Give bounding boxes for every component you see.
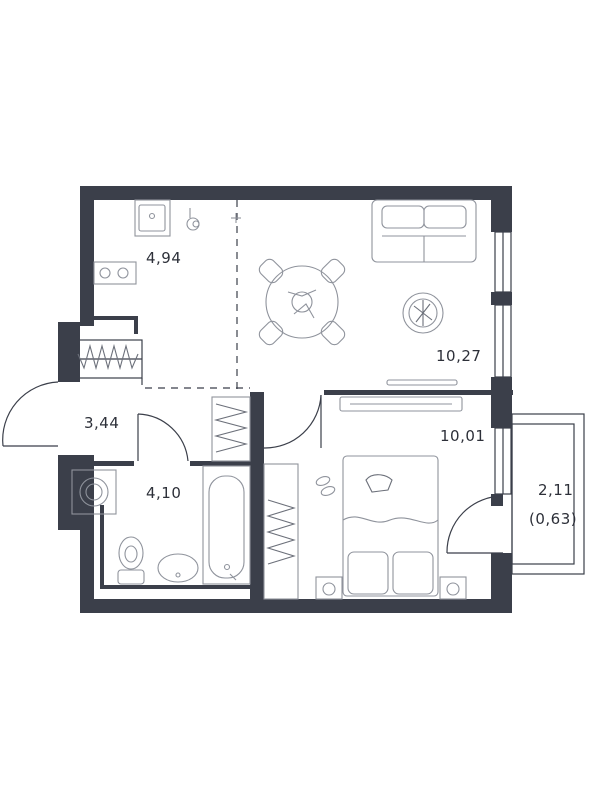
walls [58, 186, 513, 613]
area-living: 10,27 [436, 347, 481, 365]
area-bedroom: 10,01 [440, 427, 485, 445]
area-bathroom: 4,10 [146, 484, 181, 502]
bedroom-furniture [263, 396, 504, 600]
area-kitchen: 4,94 [146, 249, 181, 267]
area-hall: 3,44 [84, 414, 119, 432]
living-furniture [258, 199, 477, 386]
balcony [511, 413, 585, 575]
zone-dividers [141, 200, 250, 390]
area-balcony: 2,11 [538, 481, 573, 499]
kitchen-fixtures [93, 199, 241, 285]
hall-fixtures [2, 343, 322, 462]
room-labels: 4,94 10,27 3,44 10,01 4,10 2,11 (0,63) [84, 249, 577, 528]
bathroom-fixtures [71, 465, 251, 585]
area-balcony-reduced: (0,63) [529, 510, 577, 528]
